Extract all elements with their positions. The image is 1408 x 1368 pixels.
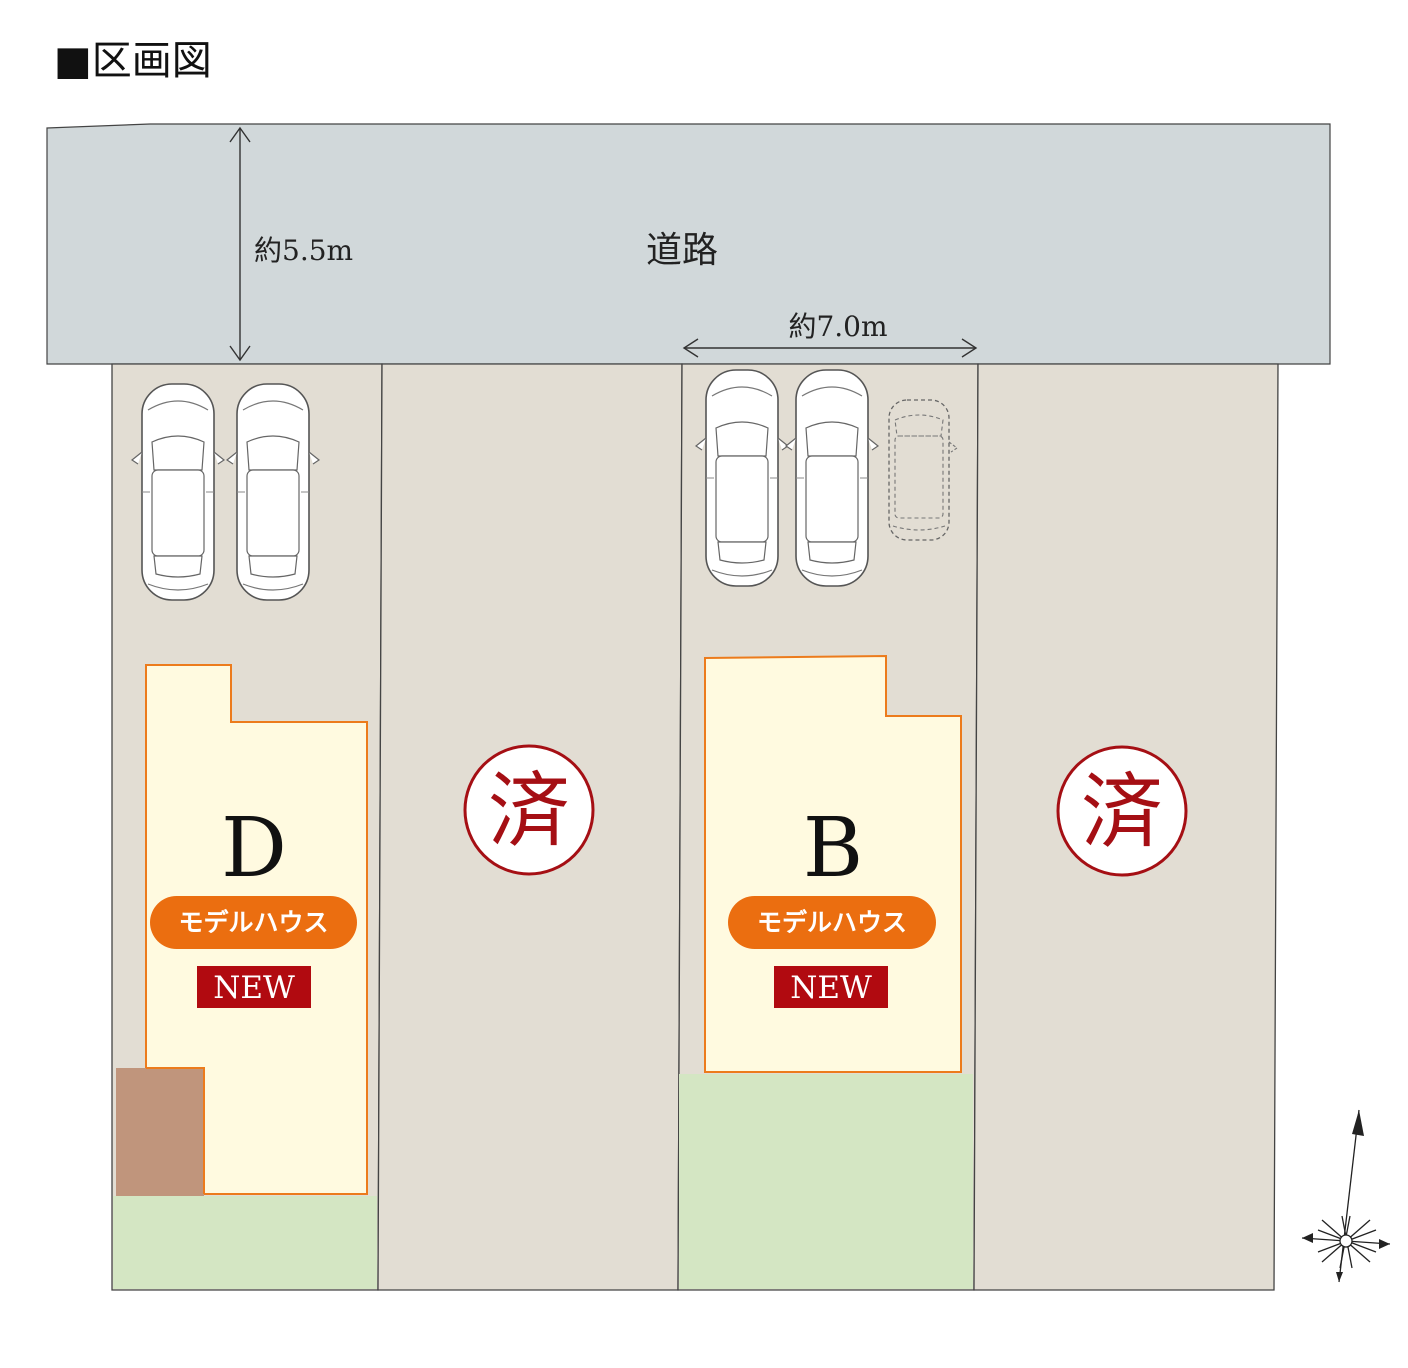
sold-stamp-c: 済 [463,744,595,876]
lot-letter-d: D [221,801,287,896]
new-tag-d-label: NEW [213,970,295,1006]
model-house-badge-d [150,896,357,949]
sold-stamp-c-label: 済 [488,764,570,859]
new-tag-b-label: NEW [790,970,872,1006]
car-icon [785,369,879,587]
compass-north-icon [1301,1109,1391,1283]
lot-letter-b: B [803,801,863,896]
road-label: 道路 [646,230,718,271]
road-width-label: 約5.5m [254,234,353,267]
garden-b [679,1074,973,1289]
model-house-badge-d-label: モデルハウス [178,908,328,937]
car-icon [695,369,789,587]
house-footprint-b [704,654,962,1073]
car-icon [131,383,225,601]
road-width-dimension [229,126,251,362]
car-icon [226,383,320,601]
frontage-dimension [682,338,978,358]
new-tag-b [774,966,888,1008]
storage-d [116,1068,204,1196]
garden-d [113,1196,377,1289]
road-area [46,123,1331,365]
sold-stamp-a-label: 済 [1081,765,1163,860]
page-title: ■区画図 [54,38,212,84]
model-house-badge-b [728,896,936,949]
model-house-badge-b-label: モデルハウス [757,908,907,937]
frontage-label: 約7.0m [788,310,887,343]
sold-stamp-a: 済 [1056,745,1188,877]
new-tag-d [197,966,311,1008]
